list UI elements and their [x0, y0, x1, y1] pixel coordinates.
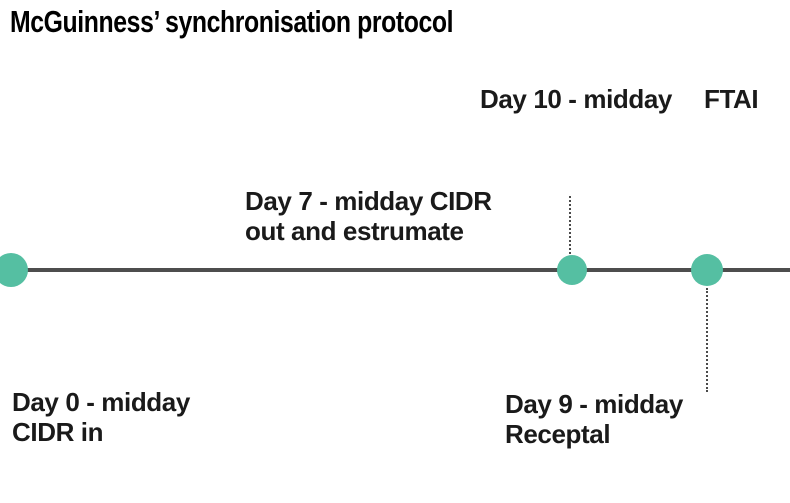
timeline-line: [0, 268, 790, 272]
event-label-day9-line1: Day 9 - midday: [505, 389, 683, 419]
event-label-day0-line1: Day 0 - midday: [12, 387, 190, 417]
event-label-day9-line2: Receptal: [505, 419, 611, 449]
event-label-day7: Day 7 - midday CIDR out and estrumate: [245, 186, 492, 246]
event-label-day7-line1: Day 7 - midday CIDR: [245, 186, 492, 216]
event-label-day9: Day 9 - midday Receptal: [505, 389, 683, 449]
connector-dotted-day9: [706, 288, 708, 392]
event-label-day7-line2: out and estrumate: [245, 216, 464, 246]
event-label-day0-line2: CIDR in: [12, 417, 104, 447]
event-label-day10-time: Day 10 - midday: [480, 84, 672, 114]
event-dot-day0: [0, 253, 28, 287]
event-label-day10: Day 10 - midday FTAI: [480, 84, 759, 114]
connector-dotted-day7: [569, 196, 571, 254]
event-dot-day9: [691, 254, 723, 286]
event-dot-day7: [557, 255, 587, 285]
event-label-day10-action: FTAI: [703, 84, 759, 114]
diagram-title: McGuinness’ synchronisation protocol: [10, 4, 454, 39]
event-label-day0: Day 0 - midday CIDR in: [12, 387, 190, 447]
